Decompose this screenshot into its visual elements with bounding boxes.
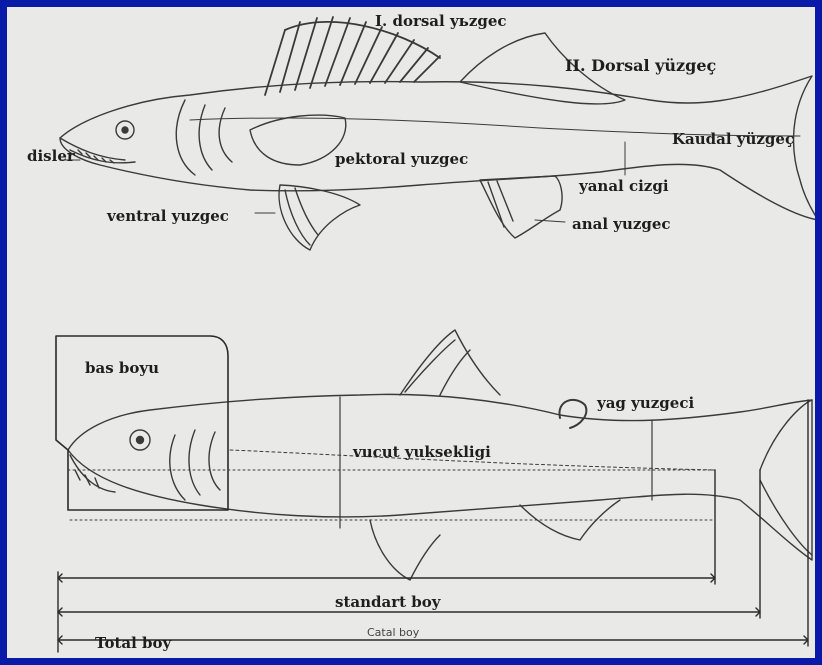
label-caudal-fin: Kaudal yüzgeç <box>672 130 794 148</box>
label-fork-length: Catal boy <box>367 624 419 642</box>
label-standard-length: standart boy <box>335 593 440 611</box>
label-total-length: Total boy <box>95 634 171 652</box>
bottom-fish-adipose-fin <box>559 400 586 428</box>
top-fish-ventral-fin <box>279 185 360 250</box>
body-bounding-box <box>68 470 715 520</box>
label-head-length: bas boyu <box>85 359 159 377</box>
bottom-fish-gill <box>170 430 220 500</box>
label-first-dorsal-fin: I. dorsal yьzgec <box>375 12 507 30</box>
label-second-dorsal-fin: II. Dorsal yüzgeç <box>565 57 716 75</box>
label-body-depth: vucut yuksekligi <box>353 443 491 461</box>
top-fish-body <box>60 76 815 220</box>
bottom-fish-ventral-fin <box>370 520 440 580</box>
fish-anatomy-drawing <box>7 7 815 658</box>
label-ventral-fin: ventral yuzgec <box>107 207 229 225</box>
bottom-fish-caudal-fin <box>760 400 812 555</box>
label-anal-fin: anal yuzgec <box>572 215 671 233</box>
top-fish-pectoral-fin <box>250 115 346 165</box>
bottom-fish-dorsal-fin <box>400 330 500 395</box>
label-lateral-line: yanal cizgi <box>579 177 669 195</box>
top-fish-anal-fin <box>480 176 562 238</box>
label-adipose-fin: yag yuzgeci <box>597 394 694 412</box>
measurement-lines <box>58 400 808 652</box>
top-fish-gill <box>176 100 232 175</box>
diagram-canvas: I. dorsal yьzgec II. Dorsal yüzgeç disle… <box>7 7 815 658</box>
label-pectoral-fin: pektoral yuzgec <box>335 150 468 168</box>
label-teeth: disler <box>27 147 75 165</box>
